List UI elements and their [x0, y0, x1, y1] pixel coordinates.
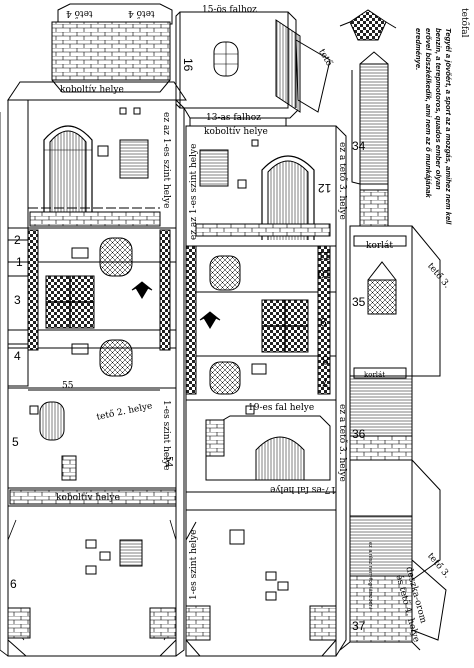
label-fal13: 13-as falhoz	[206, 113, 261, 123]
num-6: 6	[10, 577, 17, 591]
num-8: 8	[322, 353, 329, 367]
num-2: 2	[14, 233, 21, 247]
num-54: 54	[163, 456, 173, 468]
note-line-1: Tegyél a jövőért, a sport az a mozgás, a…	[444, 28, 453, 225]
label-koboltiv-2: koboltív helye	[204, 127, 268, 137]
label-fal17: 17-es fal helye	[270, 484, 337, 494]
label-nem-fog: ez a rész nem fog látszódni	[367, 542, 373, 609]
roof-piece-4	[51, 3, 173, 93]
label-korlat-2: korlát	[364, 371, 386, 379]
num-9: 9	[320, 315, 327, 329]
wall-piece-15	[175, 11, 331, 127]
num-35: 35	[352, 295, 366, 309]
label-ez-az-1-d: 1-es szint helye	[189, 529, 199, 601]
num-11: 11	[318, 249, 331, 263]
note-line-3: erővel büszkélkedik, ami nem az ő munkáj…	[424, 28, 433, 198]
small-roof-piece	[339, 9, 397, 41]
num-7: 7	[322, 375, 329, 389]
note-line-2: benzin, a terepmotoros, quados ember oly…	[434, 28, 443, 190]
num-36: 36	[352, 427, 366, 441]
num-3: 3	[14, 293, 21, 307]
right-strip	[339, 51, 447, 651]
num-55: 55	[62, 381, 74, 391]
label-tetofal: tetőfal	[459, 8, 469, 38]
middle-wall-column	[185, 125, 347, 657]
label-teto-top-left: tető 4	[66, 8, 93, 18]
label-16: 16	[181, 58, 195, 72]
label-ez-az-1-a: ez az 1-es szint helye	[161, 112, 171, 209]
num-10: 10	[318, 267, 332, 281]
label-ez-a-teto3-b: ez a tető 3. helye	[337, 404, 347, 482]
num-5: 5	[12, 435, 19, 449]
num-37: 37	[352, 619, 366, 633]
num-1: 1	[16, 255, 23, 269]
num-12: 12	[318, 181, 332, 195]
label-korlat-1: korlát	[366, 241, 394, 251]
label-koboltiv-3: koboltív helye	[56, 493, 120, 503]
num-34: 34	[352, 139, 366, 153]
label-koboltiv-1: koboltív helye	[60, 85, 124, 95]
label-fal19: 19-es fal helye	[248, 403, 315, 413]
label-ez-az-1-b: ez az 1-es szint helye	[189, 143, 199, 240]
num-4: 4	[14, 349, 21, 363]
label-fal15: 15-ös falhoz	[202, 5, 257, 15]
label-teto-top-right: tető 4	[128, 8, 155, 18]
left-wall-column	[0, 81, 187, 657]
note-line-4: eredménye.	[414, 28, 423, 71]
label-ez-a-teto3-a: ez a tető 3. helye	[337, 142, 347, 220]
